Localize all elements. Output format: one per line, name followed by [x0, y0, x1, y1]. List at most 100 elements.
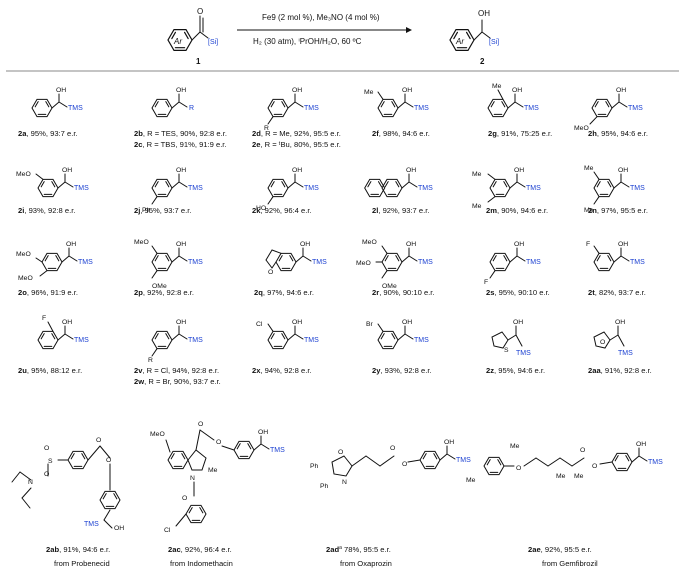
o-label: O [106, 457, 111, 464]
bond [21, 497, 31, 509]
oh-label: OH [176, 87, 186, 94]
compound-id: 2l [372, 206, 378, 215]
drug-source-2ae: from Gemfibrozil [542, 559, 598, 568]
tms-label: TMS [68, 105, 83, 112]
tms-label: TMS [312, 259, 327, 266]
yield-er: , 95%, 94:6 e.r. [494, 366, 545, 375]
o-label: O [182, 495, 187, 502]
bond [571, 457, 585, 467]
o-label: O [44, 445, 49, 452]
yield-er: , R = ᵗBu, 80%, 95:5 e.r. [260, 140, 340, 149]
benzene-ring [151, 98, 173, 118]
compound-id: 2q [254, 288, 263, 297]
oh-label: OH [616, 87, 626, 94]
oh-label: OH [513, 319, 523, 326]
carbinol-arm [287, 173, 304, 189]
me-label: Me [510, 443, 520, 450]
s-label: S [48, 458, 53, 465]
o-label: O [516, 465, 521, 472]
substituent-label: OMe [152, 283, 167, 290]
drug-source-2ac: from Indomethacin [170, 559, 233, 568]
carbinol-arm [397, 93, 414, 109]
bond [381, 270, 388, 279]
bond [221, 445, 235, 451]
bond [365, 455, 381, 467]
carbinol-arm [401, 247, 418, 263]
benzene-ring [489, 252, 511, 272]
ar-label-sm: Ar [173, 37, 182, 46]
benzene-ring [593, 252, 615, 272]
substituent-label: Me [472, 203, 482, 210]
caption-2i: 2i, 93%, 92:8 e.r. [18, 206, 75, 215]
caption-2u: 2u, 95%, 88:12 e.r. [18, 366, 82, 375]
carbonyl-o-label: O [197, 7, 203, 16]
footnote-mark: a [339, 545, 342, 551]
compound-id: 2t [588, 288, 595, 297]
benzene-ring [419, 450, 441, 470]
oh-label: OH [618, 241, 628, 248]
compound-id: 2n [588, 206, 597, 215]
caption-2c: 2c, R = TBS, 91%, 91:9 e.r. [134, 140, 227, 149]
benzene-ring [37, 178, 59, 198]
o-label: O [600, 339, 605, 346]
yield-er: , 91%, 92:8 e.r. [601, 366, 652, 375]
bond [535, 457, 549, 467]
tms-label: TMS [414, 337, 429, 344]
o-label: O [268, 269, 273, 276]
bond [195, 429, 201, 451]
oh-label-prod: OH [478, 9, 490, 18]
benzene-ring [381, 252, 403, 272]
caption-2k: 2k, 92%, 96:4 e.r. [252, 206, 312, 215]
caption-2a: 2a, 95%, 93:7 e.r. [18, 129, 78, 138]
compound-id: 2o [18, 288, 27, 297]
yield-er: , 94%, 92:8 e.r. [260, 366, 311, 375]
bond [547, 457, 561, 467]
carbinol-arm [631, 447, 648, 463]
substituent-label: MeO [18, 275, 33, 282]
caption-2r: 2r, 90%, 90:10 e.r. [372, 288, 435, 297]
cl-label: Cl [164, 527, 171, 534]
compound-id: 2e [252, 140, 260, 149]
yield-er: , 92%, 96:4 e.r. [181, 545, 232, 554]
tms-label: TMS [304, 105, 319, 112]
bond [199, 429, 215, 441]
bond [497, 89, 504, 100]
compound-id: 2p [134, 288, 143, 297]
pyrrole-ring [187, 449, 207, 471]
carbinol-arm [397, 325, 414, 341]
benzene-ring [151, 178, 173, 198]
ph-label: Ph [320, 483, 329, 490]
carbinol-arm [171, 93, 188, 109]
carbinol-arm [401, 173, 418, 189]
benzene-ring [37, 330, 59, 350]
bond [351, 455, 367, 467]
o-label: O [338, 449, 343, 456]
bond [515, 334, 523, 347]
benzene-ring [31, 98, 53, 118]
tms-label: TMS [526, 259, 541, 266]
caption-2z: 2z, 95%, 94:6 e.r. [486, 366, 545, 375]
compound-id: 2j [134, 206, 140, 215]
oh-label: OH [176, 167, 186, 174]
yield-er: , 82%, 93:7 e.r. [595, 288, 646, 297]
bond [165, 439, 171, 453]
substituent-label: F [42, 315, 46, 322]
bond [103, 519, 113, 529]
oh-label: OH [636, 441, 646, 448]
bond [265, 259, 273, 269]
compound-id: 2ab [46, 545, 59, 554]
benzene-ring [275, 252, 297, 272]
bond [35, 173, 44, 180]
oh-label: OH [114, 525, 124, 532]
substituent-label: MeO [134, 239, 149, 246]
carbinol-arm [171, 247, 188, 263]
compound-id: 2d [252, 129, 261, 138]
